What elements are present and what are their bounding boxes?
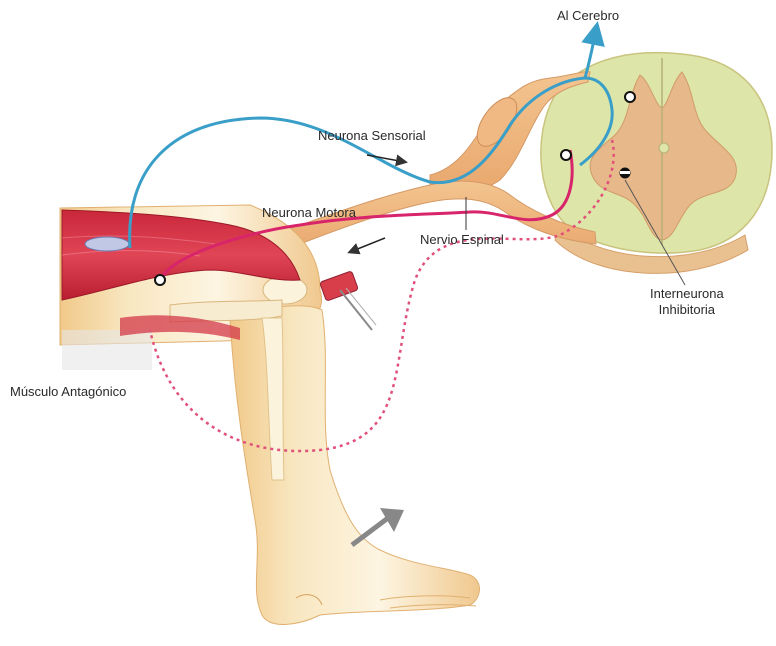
label-nervio-espinal: Nervio Espinal <box>420 232 504 248</box>
muscle-spindle <box>85 237 129 251</box>
motora-direction-arrow <box>350 238 385 252</box>
reflex-hammer <box>320 271 376 330</box>
label-interneurona-line2: Inhibitoria <box>650 302 724 318</box>
label-interneurona-inhibitoria: Interneurona Inhibitoria <box>650 286 724 319</box>
label-musculo-antagonico: Músculo Antagónico <box>10 384 126 400</box>
motor-neuron-body <box>561 150 571 160</box>
label-neurona-sensorial: Neurona Sensorial <box>318 128 426 144</box>
label-al-cerebro: Al Cerebro <box>557 8 619 24</box>
sensorial-direction-arrow <box>367 155 405 162</box>
label-neurona-motora: Neurona Motora <box>262 205 356 221</box>
label-interneurona-line1: Interneurona <box>650 286 724 302</box>
sensory-synapse-marker <box>625 92 635 102</box>
motor-end-plate <box>155 275 165 285</box>
